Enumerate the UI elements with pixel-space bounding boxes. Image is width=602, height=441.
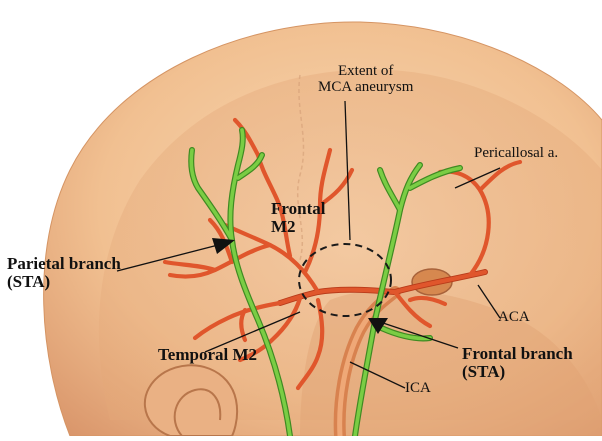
arrowhead-frontal-branch (368, 318, 388, 334)
ica-vessel-highlight (337, 289, 398, 439)
leader-ica (349, 361, 406, 389)
label-frontal-branch: Frontal branch (STA) (462, 345, 573, 381)
label-extent-mca-aneurysm: Extent of MCA aneurysm (318, 63, 414, 96)
label-temporal-m2: Temporal M2 (158, 345, 258, 364)
label-frontal-m2-line2: M2 (271, 216, 296, 236)
skull-shading (98, 69, 602, 421)
aneurysm-extent-circle (298, 243, 392, 317)
leader-frontal-branch (379, 321, 459, 349)
sta-vessels (188, 127, 463, 439)
leader-parietal (116, 243, 223, 272)
artery-tree (162, 117, 523, 391)
cranial-suture (296, 74, 305, 261)
leader-temporal (204, 311, 301, 353)
ear-inner (173, 388, 222, 437)
label-ica: ICA (405, 380, 431, 396)
label-aca: ACA (498, 309, 530, 325)
label-parietal-line2: (STA) (7, 271, 51, 291)
label-parietal-branch: Parietal branch (STA) (7, 255, 121, 291)
label-frontal-branch-line1: Frontal branch (462, 344, 573, 363)
label-frontal-m2-line1: Frontal (271, 199, 326, 218)
label-frontal-m2: Frontal M2 (271, 200, 325, 236)
leader-lines (116, 100, 501, 389)
ear (143, 364, 239, 437)
leader-extent (344, 100, 351, 241)
label-extent-line1: Extent of (338, 63, 394, 79)
label-parietal-line1: Parietal branch (7, 254, 121, 273)
leader-aca (477, 284, 501, 319)
label-extent-line2: MCA aneurysm (318, 78, 414, 95)
leader-pericallosal (454, 167, 501, 189)
label-pericallosal: Pericallosal a. (474, 145, 559, 161)
label-frontal-branch-line2: (STA) (462, 361, 506, 381)
arrowhead-parietal (212, 238, 235, 254)
